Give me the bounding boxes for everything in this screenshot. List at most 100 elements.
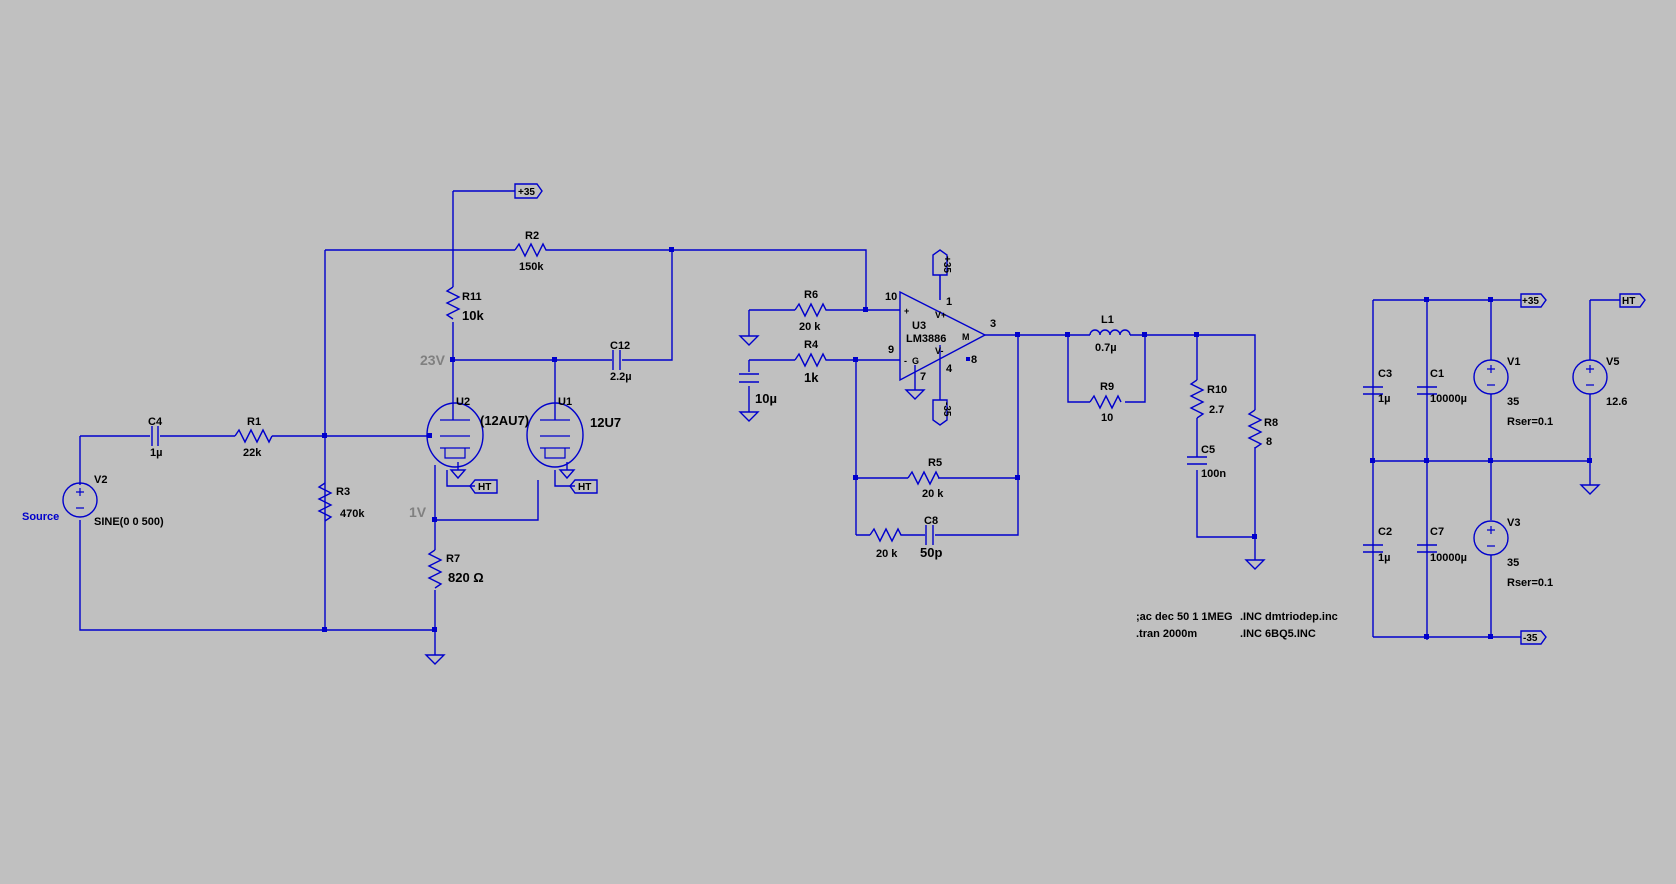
resistor-r9[interactable] xyxy=(1089,394,1122,410)
pin-9: 9 xyxy=(888,344,894,356)
label-c7-value: 10000µ xyxy=(1430,552,1467,564)
label-r9-value: 10 xyxy=(1101,412,1113,424)
label-v1-name: V1 xyxy=(1507,356,1520,368)
triode-u1[interactable] xyxy=(526,402,584,468)
resistor-r1[interactable] xyxy=(234,428,273,444)
opamp-u3[interactable] xyxy=(899,275,987,382)
label-r7-name: R7 xyxy=(446,553,460,565)
capacitor-c1[interactable] xyxy=(1417,386,1437,395)
pin-10: 10 xyxy=(885,291,897,303)
port-plus35-supply[interactable] xyxy=(1520,293,1547,308)
directive-inc2[interactable]: .INC 6BQ5.INC xyxy=(1240,628,1316,640)
label-r3-name: R3 xyxy=(336,486,350,498)
label-r6-name: R6 xyxy=(804,289,818,301)
label-r4-name: R4 xyxy=(804,339,819,351)
label-c8-value: 50p xyxy=(920,545,942,560)
pin-m: M xyxy=(962,332,970,342)
label-r1-value: 22k xyxy=(243,447,262,459)
ground-u2 xyxy=(449,469,467,480)
resistor-r11[interactable] xyxy=(445,286,461,320)
ground-c-input xyxy=(738,411,760,422)
ground-r7 xyxy=(424,632,446,665)
directive-ac[interactable]: ;ac dec 50 1 1MEG xyxy=(1136,611,1233,623)
capacitor-c2[interactable] xyxy=(1363,544,1383,553)
capacitor-c12[interactable] xyxy=(612,350,621,370)
port-label-plus35-supply: +35 xyxy=(1522,296,1539,307)
junctions xyxy=(322,247,1592,639)
port-plus35-top[interactable] xyxy=(514,183,543,199)
port-minus35-opamp[interactable] xyxy=(932,399,948,426)
port-ht-u1[interactable] xyxy=(569,479,598,494)
label-c3-value: 1µ xyxy=(1378,393,1390,405)
node-voltage-1v: 1V xyxy=(409,504,427,520)
pin-1: 1 xyxy=(946,296,952,308)
label-v1-value: 35 xyxy=(1507,396,1519,408)
port-label-minus35-opamp: -35 xyxy=(941,402,952,417)
label-r8-name: R8 xyxy=(1264,417,1278,429)
resistor-r10[interactable] xyxy=(1189,379,1205,419)
pin-8: 8 xyxy=(971,354,977,366)
wires xyxy=(79,190,1620,640)
capacitor-c4[interactable] xyxy=(151,426,159,446)
resistor-r7[interactable] xyxy=(427,549,443,589)
label-r10-value: 2.7 xyxy=(1209,404,1224,416)
label-l1-name: L1 xyxy=(1101,314,1114,326)
label-r9-name: R9 xyxy=(1100,381,1114,393)
resistor-r4[interactable] xyxy=(794,352,830,368)
label-r2-value: 150k xyxy=(519,261,544,273)
resistor-r6[interactable] xyxy=(794,302,830,318)
label-u3-value: LM3886 xyxy=(906,333,946,345)
resistor-r3[interactable] xyxy=(317,482,333,522)
port-label-ht-u1: HT xyxy=(578,482,591,493)
label-r5-value: 20 k xyxy=(922,488,944,500)
pin-3: 3 xyxy=(990,318,996,330)
node-voltage-23v: 23V xyxy=(420,352,446,368)
label-v3-value: 35 xyxy=(1507,557,1519,569)
inductor-l1[interactable] xyxy=(1089,329,1131,336)
ground-u3 xyxy=(904,389,926,400)
pin-vminus: V- xyxy=(935,346,944,356)
label-r11-name: R11 xyxy=(462,291,482,303)
port-minus35-supply[interactable] xyxy=(1520,630,1547,645)
directive-inc1[interactable]: .INC dmtriodep.inc xyxy=(1240,611,1338,623)
capacitor-c8[interactable] xyxy=(925,525,934,545)
label-v2-name: V2 xyxy=(94,474,107,486)
label-v5-value: 12.6 xyxy=(1606,396,1627,408)
resistor-r2[interactable] xyxy=(514,242,550,258)
voltage-source-v3[interactable] xyxy=(1473,520,1509,556)
label-u2-value: (12AU7) xyxy=(480,413,529,428)
pin-plus: + xyxy=(904,306,909,316)
label-v3-name: V3 xyxy=(1507,517,1520,529)
voltage-source-v5[interactable] xyxy=(1572,359,1608,395)
capacitor-input[interactable] xyxy=(739,373,759,383)
ground-r6 xyxy=(738,335,760,346)
label-v3-rser: Rser=0.1 xyxy=(1507,577,1553,589)
triode-u2[interactable] xyxy=(426,402,484,468)
label-r11-value: 10k xyxy=(462,308,484,323)
label-u2-name: U2 xyxy=(456,396,470,408)
voltage-source-v1[interactable] xyxy=(1473,359,1509,395)
ground-r8 xyxy=(1244,559,1266,570)
capacitor-c5[interactable] xyxy=(1187,456,1207,465)
label-source: Source xyxy=(22,511,59,523)
label-c2-value: 1µ xyxy=(1378,552,1390,564)
port-ht-supply[interactable] xyxy=(1619,293,1646,308)
voltage-source-v2[interactable] xyxy=(62,482,98,518)
port-plus35-opamp[interactable] xyxy=(932,249,948,276)
resistor-r5[interactable] xyxy=(907,470,940,486)
port-ht-u2[interactable] xyxy=(469,479,498,494)
capacitor-c7[interactable] xyxy=(1417,544,1437,553)
capacitor-c3[interactable] xyxy=(1363,386,1383,395)
port-label-ht-u2: HT xyxy=(478,482,491,493)
label-c3-name: C3 xyxy=(1378,368,1392,380)
directive-tran[interactable]: .tran 2000m xyxy=(1136,628,1197,640)
port-label-plus35-opamp: +35 xyxy=(941,256,952,273)
label-c12-value: 2.2µ xyxy=(610,371,632,383)
resistor-c8-branch[interactable] xyxy=(869,527,905,543)
label-r5-name: R5 xyxy=(928,457,942,469)
resistor-r8[interactable] xyxy=(1247,409,1263,449)
pin-4: 4 xyxy=(946,363,953,375)
label-r8-value: 8 xyxy=(1266,436,1272,448)
